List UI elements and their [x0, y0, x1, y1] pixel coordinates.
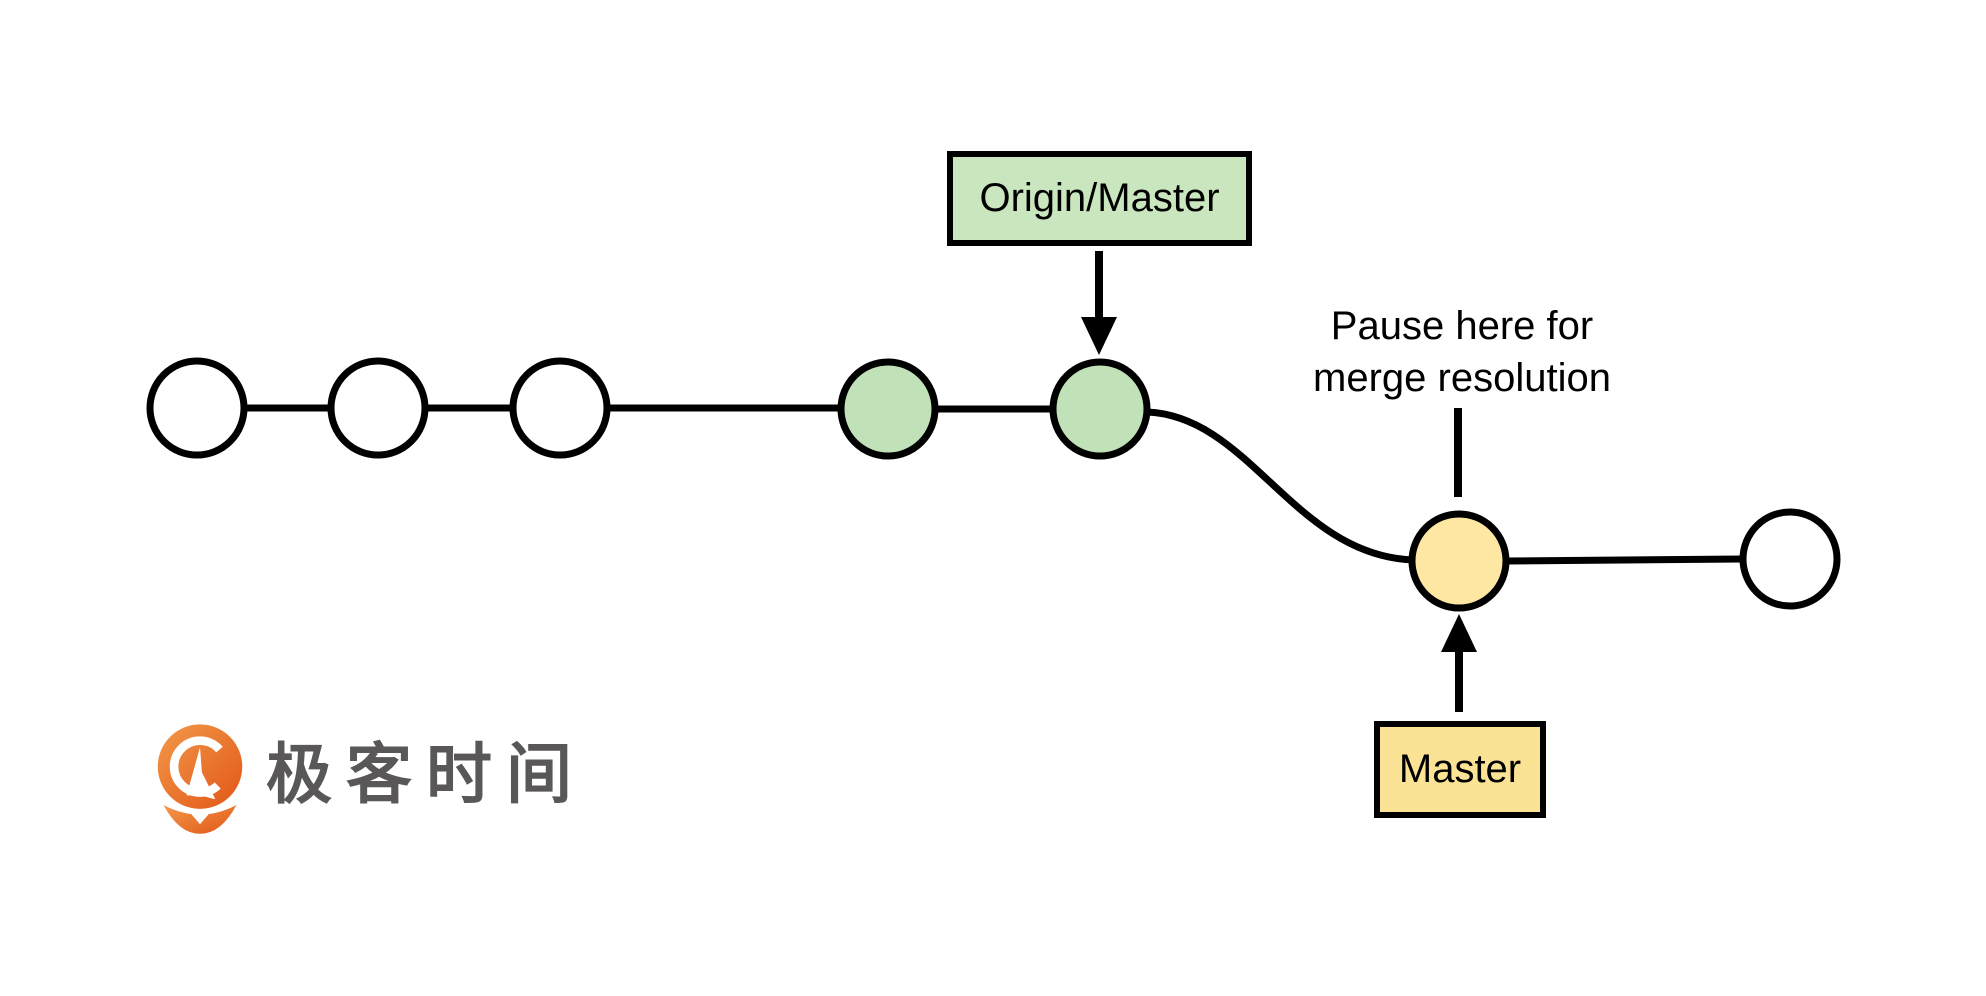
commit-node-commit-2 — [327, 357, 429, 459]
geektime-logo-text: 极客时间 — [266, 737, 586, 811]
commit-edges — [245, 404, 1743, 565]
master-label: Master — [1398, 747, 1522, 791]
commit-nodes — [146, 357, 1841, 612]
commit-node-commit-1 — [146, 357, 248, 459]
pause-note-line1: Pause here for — [1330, 304, 1594, 348]
geektime-logo-icon — [157, 724, 243, 834]
commit-node-commit-7 — [1739, 508, 1841, 610]
commit-node-commit-3 — [509, 357, 611, 459]
commit-node-merge-commit — [1408, 510, 1510, 612]
master-label-box: Master — [1374, 721, 1546, 818]
edge-merge-curve — [1146, 408, 1413, 564]
edge-6 — [1506, 555, 1743, 565]
pause-note: Pause here for merge resolution — [1262, 300, 1662, 404]
master-arrow — [1441, 614, 1477, 712]
logo-flag-left — [186, 747, 200, 796]
origin-master-arrowhead-icon — [1081, 317, 1117, 355]
logo-swoosh-notch — [188, 810, 212, 825]
origin-master-label-box: Origin/Master — [947, 151, 1252, 246]
origin-master-label: Origin/Master — [979, 176, 1220, 220]
geektime-logo: 极客时间 — [152, 722, 586, 840]
commit-node-commit-4 — [837, 358, 939, 460]
logo-flag-right — [200, 747, 216, 800]
master-arrowhead-icon — [1441, 614, 1477, 652]
origin-master-arrow — [1081, 251, 1117, 355]
pause-note-line2: merge resolution — [1313, 356, 1611, 400]
commit-node-commit-5 — [1049, 358, 1151, 460]
